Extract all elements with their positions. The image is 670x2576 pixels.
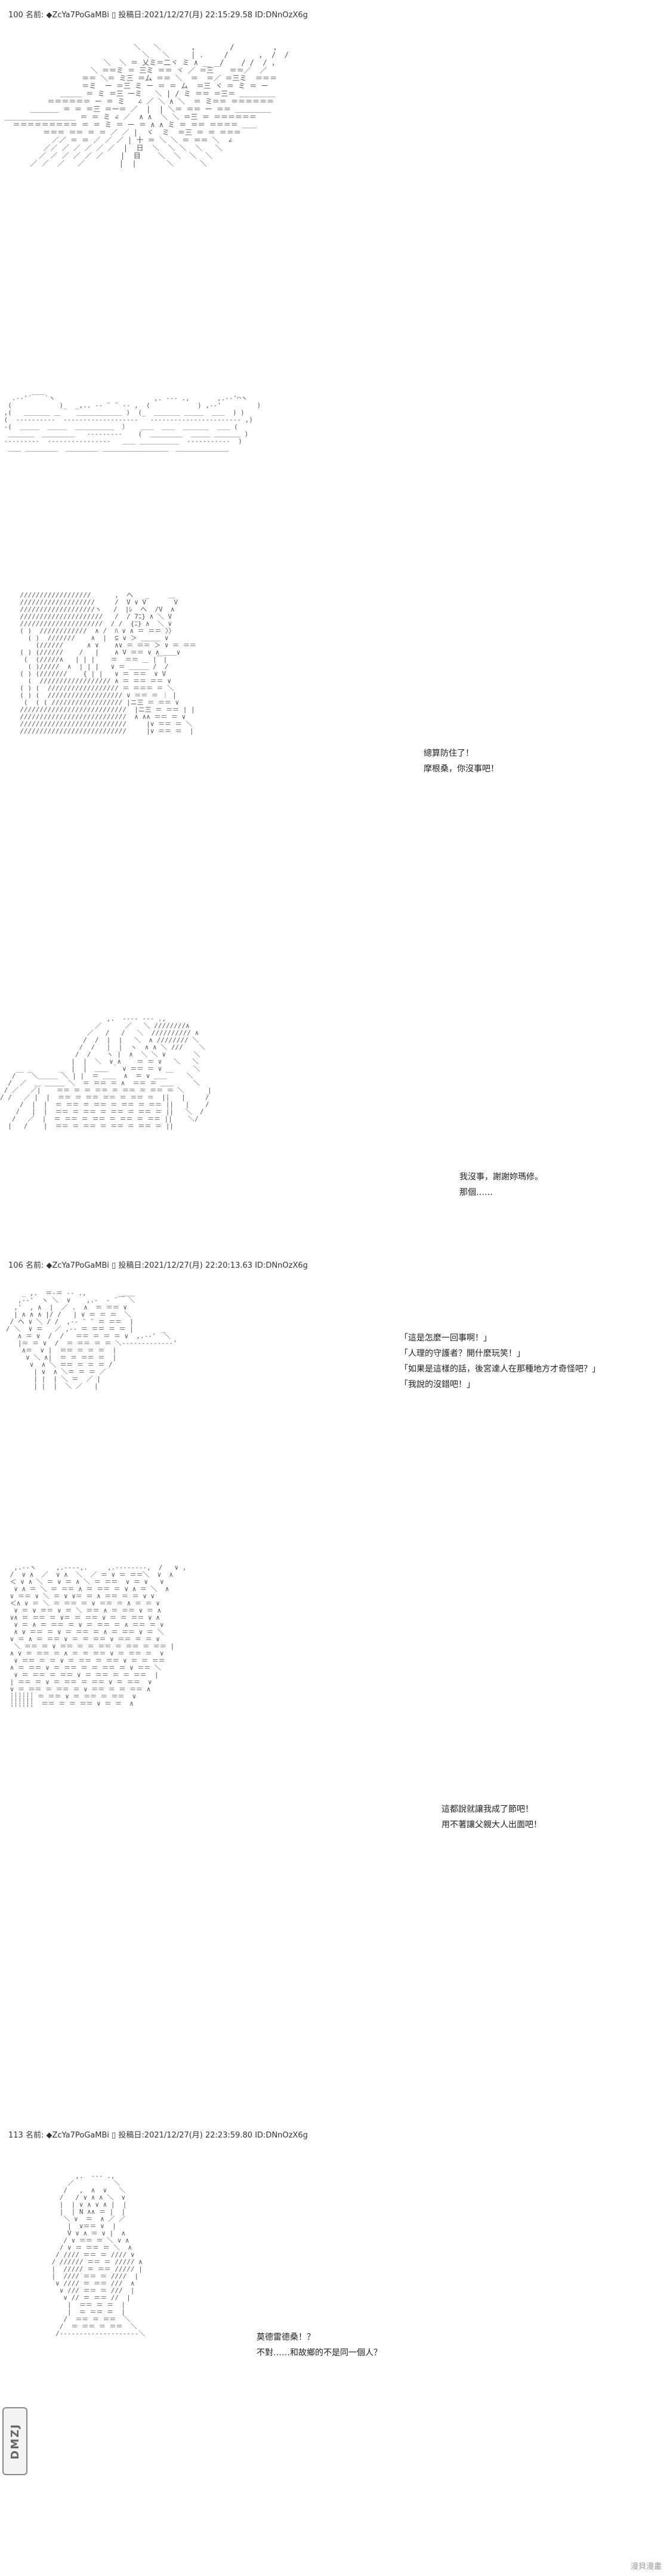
dialogue-line: 那個…… bbox=[459, 1188, 493, 1197]
panel-kneel: _ ,. ＝-＝ ‐‐ ., ＿＿ ,-‐' ヽ ＼ ∨ ,.- ‐ ¨￣ ＼ … bbox=[0, 1277, 670, 1527]
dialogue-box: 莫德雷德桑！？ 不對……和故鄉的不是同一個人？ bbox=[257, 2330, 382, 2361]
ascii-art-clouds: .-‐'´￣￣`ヽ ,. -‐- ., ,.-‐'⌒ヽ ( )_ _,.. -‐… bbox=[4, 394, 261, 452]
dialogue-box: 「這是怎麼一回事啊！」 「人理的守護者？開什麼玩笑！」 「如果是這樣的話，後宮達… bbox=[400, 1330, 600, 1392]
dmzj-logo-text: DMZJ bbox=[8, 2423, 21, 2460]
dialogue-line: 「這是怎麼一回事啊！」 bbox=[400, 1333, 492, 1343]
post-header: 113 名前: ◆ZcYa7PoGaMBi ▯ 投稿日:2021/12/27(月… bbox=[8, 2131, 308, 2140]
dialogue-line: 「如果是這樣的話，後宮達人在那種地方才奇怪吧？」 bbox=[400, 1364, 600, 1374]
panel-mash-shield: ////////////////// , ヘ _ ＿ /////////////… bbox=[0, 573, 670, 990]
dialogue-line: 用不著讓父親大人出面吧！ bbox=[441, 1820, 542, 1830]
panel-mordred-angry: ,.-‐ヽ ,.-‐‐‐,. ,.‐-‐‐‐‐‐‐, / ∨ , / ∨ ∧ ／… bbox=[0, 1545, 670, 2082]
dialogue-line: 摩根桑，你沒事吧！ bbox=[424, 764, 499, 774]
panel-morgan: ,. ‐‐‐‐ ‐‐‐ ., ／ ／ ＼ ////////∧ ／ / / ＼ /… bbox=[0, 1008, 670, 1247]
post-header: 100 名前: ◆ZcYa7PoGaMBi ▯ 投稿日:2021/12/27(月… bbox=[8, 11, 308, 20]
dialogue-line: 我沒事，謝謝妳瑪修。 bbox=[459, 1172, 543, 1182]
panel-standing: ,. ‐‐‐ ., ／ ＼ / , ∧ ∨ ＼ / / ∨ ∧ ∧ ＼ ∨ | … bbox=[0, 2148, 670, 2565]
dialogue-line: 總算防住了！ bbox=[424, 749, 474, 758]
dialogue-box: 這都說就讓我成了節吧！ 用不著讓父親大人出面吧！ bbox=[441, 1802, 542, 1833]
post-header: 106 名前: ◆ZcYa7PoGaMBi ▯ 投稿日:2021/12/27(月… bbox=[8, 1261, 308, 1270]
dialogue-line: 「人理的守護者？開什麼玩笑！」 bbox=[400, 1349, 525, 1358]
dialogue-box: 我沒事，謝謝妳瑪修。 那個…… bbox=[459, 1169, 543, 1200]
dmzj-logo: DMZJ bbox=[2, 2407, 27, 2475]
dialogue-line: 這都說就讓我成了節吧！ bbox=[441, 1805, 533, 1814]
dialogue-line: 不對……和故鄉的不是同一個人？ bbox=[257, 2348, 382, 2358]
dialogue-line: 莫德雷德桑！？ bbox=[257, 2333, 315, 2342]
dialogue-line: 「我說的沒錯吧！」 bbox=[400, 1380, 475, 1389]
watermark-text: 漫貝漫畫 bbox=[630, 2562, 662, 2571]
dialogue-box: 總算防住了！ 摩根桑，你沒事吧！ bbox=[424, 746, 499, 777]
ascii-art-explosion: ＼ ＼ , / , ＼ ＼ | ． / , / / ＼ ＼ ＝ 乂ミ＝二ヾ ミ … bbox=[4, 43, 289, 168]
